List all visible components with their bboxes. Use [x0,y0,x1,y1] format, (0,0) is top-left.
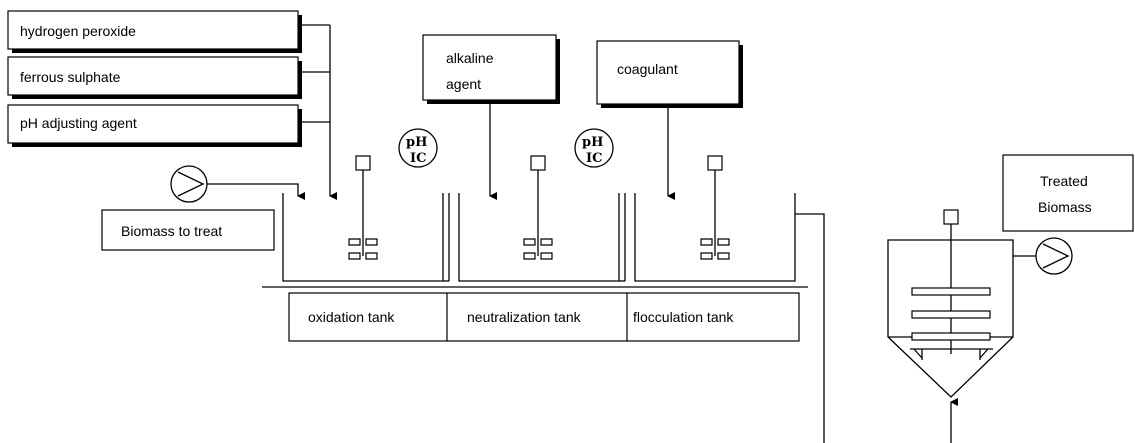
treated-label-2: Biomass [1038,199,1092,215]
ferrous-sulphate-box: ferrous sulphate [7,56,302,99]
neutralization-agitator-icon [523,155,553,260]
ph-controller-1-ic-text: IC [410,151,426,166]
ph-controller-2-ph-text: pH [582,135,603,150]
settler-agitator-icon [910,209,993,360]
flocculation-agitator-icon [700,155,730,260]
feed-pump-icon [170,165,208,203]
biomass-to-treat-box: Biomass to treat [101,209,275,251]
ph-controller-2: pH IC [574,128,614,168]
alkaline-agent-box: alkaline agent [422,34,560,104]
alkaline-agent-label-1: alkaline [446,50,494,66]
outlet-pump-icon [1035,237,1073,275]
hydrogen-peroxide-box: hydrogen peroxide [7,10,302,53]
ph-adjusting-agent-box: pH adjusting agent [7,104,302,147]
tank-walls [262,193,808,288]
ph-controller-1: pH IC [398,128,438,168]
biomass-feed-line [207,183,305,200]
coagulant-box: coagulant [596,40,743,108]
flocculation-outflow-line [795,213,825,443]
ph-controller-1-ph-text: pH [406,135,427,150]
ph-adjusting-agent-label: pH adjusting agent [20,115,137,131]
tank-labels: oxidation tank neutralization tank flocc… [288,292,800,342]
ferrous-sulphate-label: ferrous sulphate [20,69,121,85]
hydrogen-peroxide-label: hydrogen peroxide [20,23,136,39]
biomass-to-treat-label: Biomass to treat [121,223,222,239]
oxidation-agitator-icon [348,155,378,260]
alkaline-agent-label-2: agent [446,76,481,92]
treated-label-1: Treated [1040,173,1088,189]
chemical-feed-lines [298,24,337,200]
ph-controller-2-ic-text: IC [586,151,602,166]
flocculation-tank-label: flocculation tank [633,309,734,325]
treated-biomass-box: Treated Biomass [1002,154,1134,232]
neutralization-tank-label: neutralization tank [467,309,582,325]
coagulant-label: coagulant [617,61,678,77]
oxidation-tank-label: oxidation tank [308,309,395,325]
